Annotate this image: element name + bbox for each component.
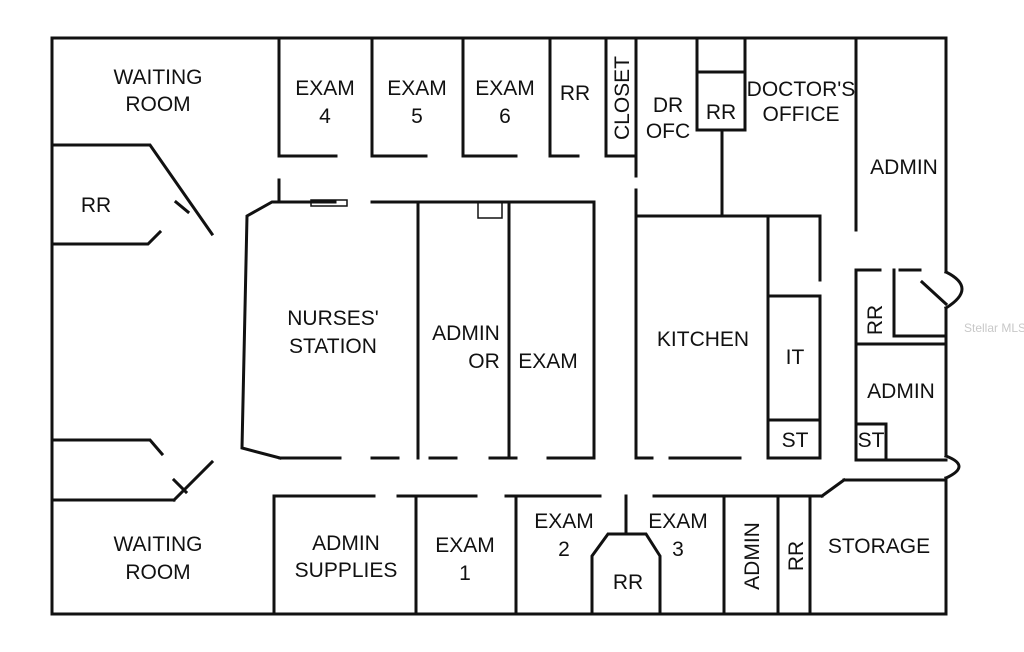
label-exam-2-a: EXAM [534,510,594,533]
label-exam-1-a: EXAM [435,534,495,557]
label-dr-ofc-2: OFC [646,120,690,143]
bottom-row-walls [272,477,948,616]
label-rr-left: RR [81,194,111,217]
label-exam-1-b: 1 [459,562,471,585]
label-waiting-room-bottom-2: ROOM [125,561,190,584]
label-storage: STORAGE [828,535,930,558]
label-rr-dr: RR [706,101,736,124]
label-rr-top: RR [560,82,590,105]
label-rr-right: RR [864,305,887,335]
room-labels: WAITING ROOM RR WAITING ROOM EXAM 4 EXAM… [81,56,938,594]
left-wing-walls [50,143,215,503]
label-kitchen: KITCHEN [657,328,749,351]
label-admin-supplies-2: SUPPLIES [295,559,398,582]
label-exam-6-a: EXAM [475,77,535,100]
label-admin-top-right: ADMIN [870,156,938,179]
label-admin-right: ADMIN [867,380,935,403]
label-it: IT [786,346,805,369]
label-dr-ofc-1: DR [653,94,683,117]
label-admin-supplies-1: ADMIN [312,532,380,555]
label-waiting-room-top-1: WAITING [113,66,202,89]
label-admin-bottom: ADMIN [741,522,764,590]
label-rr-bottom: RR [613,571,643,594]
label-rr-bottom-right: RR [785,541,808,571]
label-exam-3-b: 3 [672,538,684,561]
label-exam-3-a: EXAM [648,510,708,533]
right-wing-walls [854,268,949,462]
label-admin-or-1: ADMIN [432,322,500,345]
right-center-walls [634,36,858,460]
label-admin-or-2: OR [468,350,500,373]
label-doctors-office-1: DOCTOR'S [747,78,856,101]
label-nurses-station-2: STATION [289,335,377,358]
label-exam-5-a: EXAM [387,77,447,100]
label-exam-2-b: 2 [558,538,570,561]
outer-walls [50,36,964,616]
label-exam-center: EXAM [518,350,578,373]
label-st-right: ST [858,429,885,452]
top-exam-row-walls [277,36,638,202]
label-st-it: ST [782,429,809,452]
label-waiting-room-top-2: ROOM [125,93,190,116]
label-exam-4-b: 4 [319,105,331,128]
label-closet: CLOSET [611,56,634,140]
label-nurses-station-1: NURSES' [287,307,379,330]
label-exam-4-a: EXAM [295,77,355,100]
label-exam-5-b: 5 [411,105,423,128]
watermark: Stellar MLS [964,321,1024,335]
label-waiting-room-bottom-1: WAITING [113,533,202,556]
label-exam-6-b: 6 [499,105,511,128]
label-doctors-office-2: OFFICE [763,103,840,126]
center-block-walls [240,199,596,460]
